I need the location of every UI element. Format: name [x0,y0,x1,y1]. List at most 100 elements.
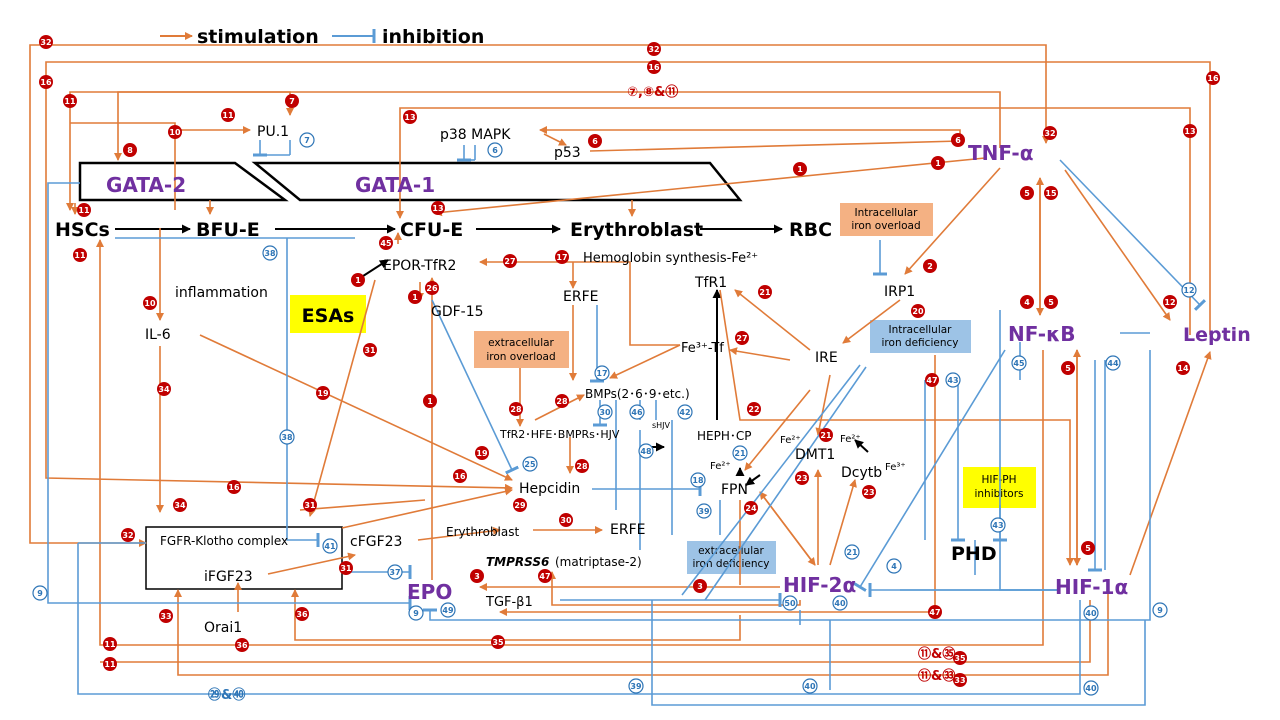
svg-text:4: 4 [1024,298,1030,307]
inhib-ref-9: 9 [32,585,48,601]
node-fe3: Fe³⁺ [885,462,906,473]
node-fe2b: Fe²⁺ [780,435,801,446]
stim-ref-13: 13 [1183,124,1197,138]
node-hepcidin: Hepcidin [519,481,580,497]
node-fetf: Fe³⁺-Tf [681,341,724,356]
svg-text:30: 30 [560,516,572,525]
svg-text:5: 5 [1065,364,1071,373]
svg-text:6: 6 [955,136,961,145]
svg-text:43: 43 [947,376,958,385]
stim-ref-3: 3 [693,579,707,593]
svg-text:47: 47 [926,376,937,385]
inhib-ref-40: 40 [832,595,848,611]
svg-text:23: 23 [796,474,807,483]
svg-text:44: 44 [1107,359,1119,368]
svg-text:40: 40 [834,599,846,608]
stim-ref-11: 11 [73,248,87,262]
stim-ref-33: 33 [159,609,173,623]
svg-text:23: 23 [863,488,874,497]
node-fgfr: FGFR-Klotho complex [160,534,288,548]
stim-ref-20: 20 [911,304,925,318]
svg-text:38: 38 [281,433,293,442]
svg-text:35: 35 [492,638,504,647]
stim-ref-5: 5 [1020,186,1034,200]
svg-text:37: 37 [389,568,400,577]
node-fpn: FPN [721,482,748,498]
ref-combo-bottom-2: ⑪&㉝ [918,668,955,684]
svg-text:22: 22 [748,405,759,414]
stim-ref-34: 34 [157,382,171,396]
extracellular-overload-label-1: extracellular [488,337,554,349]
svg-text:18: 18 [692,476,704,485]
stim-ref-16: 16 [647,60,661,74]
svg-text:5: 5 [1085,544,1091,553]
svg-text:28: 28 [576,462,588,471]
svg-text:11: 11 [74,251,86,260]
stim-ref-33: 33 [953,673,967,687]
svg-text:17: 17 [556,253,567,262]
node-irp1: IRP1 [884,284,915,300]
inhib-ref-9: 9 [408,605,424,621]
svg-text:36: 36 [236,641,248,650]
svg-text:32: 32 [40,38,51,47]
stim-ref-7: 7 [285,94,299,108]
node-ire: IRE [815,350,838,366]
node-ifgf23: iFGF23 [204,569,253,585]
inhib-ref-43: 43 [990,517,1006,533]
stim-ref-29: 29 [513,498,527,512]
stim-ref-11: 11 [103,637,117,651]
extracellular-deficiency-label-2: iron deficiency [693,558,770,570]
node-hscs: HSCs [55,219,110,241]
stim-ref-28: 28 [509,402,523,416]
svg-text:17: 17 [596,369,607,378]
svg-text:47: 47 [539,572,550,581]
svg-text:28: 28 [556,397,568,406]
svg-text:45: 45 [380,239,392,248]
svg-text:21: 21 [820,431,832,440]
svg-text:11: 11 [64,97,76,106]
inhib-ref-40: 40 [1083,680,1099,696]
intracellular-overload-label-2: iron overload [851,220,920,232]
svg-text:31: 31 [364,346,376,355]
svg-text:7: 7 [289,97,295,106]
stim-ref-19: 19 [316,386,330,400]
stim-ref-17: 17 [555,250,569,264]
node-phd: PHD [951,543,997,565]
stim-ref-32: 32 [121,528,135,542]
node-bmps: BMPs(2･6･9･etc.) [585,387,690,401]
node-tgfb1: TGF-β1 [485,595,533,610]
lineage-arrows [115,224,869,486]
inhib-ref-40: 40 [1083,605,1099,621]
stim-ref-1: 1 [351,273,365,287]
svg-text:15: 15 [1045,189,1057,198]
stim-ref-31: 31 [339,561,353,575]
ref-combo-top: ⑦,⑧&⑪ [627,84,678,100]
esas-box [290,295,366,333]
svg-text:28: 28 [510,405,522,414]
svg-text:27: 27 [736,334,747,343]
node-erfe-top: ERFE [563,289,598,305]
inhib-ref-41: 41 [322,538,338,554]
svg-text:35: 35 [954,654,966,663]
node-hemoglobin: Hemoglobin synthesis-Fe²⁺ [583,251,758,266]
stim-ref-19: 19 [475,446,489,460]
node-epor: EPOR-TfR2 [383,258,456,274]
stim-ref-4: 4 [1020,295,1034,309]
svg-text:32: 32 [1044,129,1055,138]
stim-ref-36: 36 [295,607,309,621]
stim-ref-16: 16 [453,469,467,483]
svg-text:43: 43 [992,521,1003,530]
stim-ref-31: 31 [303,498,317,512]
inhib-ref-49: 49 [440,602,456,618]
svg-text:12: 12 [1183,286,1194,295]
node-fe2a: Fe²⁺ [710,461,731,472]
node-tfr1: TfR1 [694,275,727,291]
stim-ref-21: 21 [758,285,772,299]
inhib-ref-39: 39 [628,678,644,694]
stim-ref-1: 1 [408,290,422,304]
svg-text:39: 39 [698,507,710,516]
stim-ref-13: 13 [431,201,445,215]
svg-text:25: 25 [524,460,536,469]
legend-inhibition: inhibition [382,26,484,48]
svg-text:49: 49 [442,606,454,615]
